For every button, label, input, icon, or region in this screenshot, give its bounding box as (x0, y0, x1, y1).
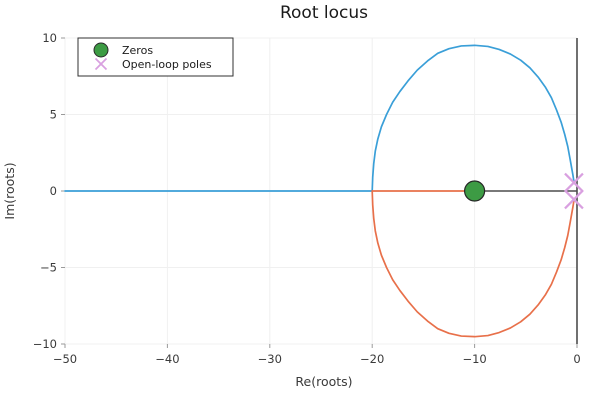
tick-label-x-2: −30 (258, 352, 282, 366)
chart-title: Root locus (280, 3, 368, 23)
tick-label-y-2: 0 (50, 184, 57, 198)
pole-marker-1 (564, 172, 584, 193)
tick-label-x-4: −10 (462, 352, 486, 366)
tick-label-x-1: −40 (155, 352, 179, 366)
legend-label-zeros: Zeros (122, 44, 153, 57)
locus-branch-2 (371, 190, 575, 338)
tick-label-x-0: −50 (53, 352, 77, 366)
x-axis-label: Re(roots) (295, 374, 352, 389)
locus-branch-1 (64, 44, 575, 192)
zero-marker-1 (464, 180, 486, 202)
locus-curves-layer (64, 44, 575, 338)
tick-label-x-5: 0 (573, 352, 580, 366)
legend-marker-zeros-icon (93, 42, 109, 58)
tick-label-y-0: −10 (33, 337, 57, 351)
pole-marker-2 (564, 189, 584, 210)
y-axis-label: Im(roots) (2, 162, 17, 219)
tick-label-y-1: −5 (40, 261, 57, 275)
tick-label-y-3: 5 (50, 108, 57, 122)
complex-plane-axes (474, 38, 578, 344)
tick-label-x-3: −20 (360, 352, 384, 366)
pole-zero-markers-layer (464, 172, 584, 210)
legend-label-poles: Open-loop poles (122, 58, 212, 71)
legend[interactable]: Zeros Open-loop poles (77, 37, 234, 77)
legend-marker-poles-icon (94, 57, 108, 71)
tick-label-y-4: 10 (42, 31, 57, 45)
